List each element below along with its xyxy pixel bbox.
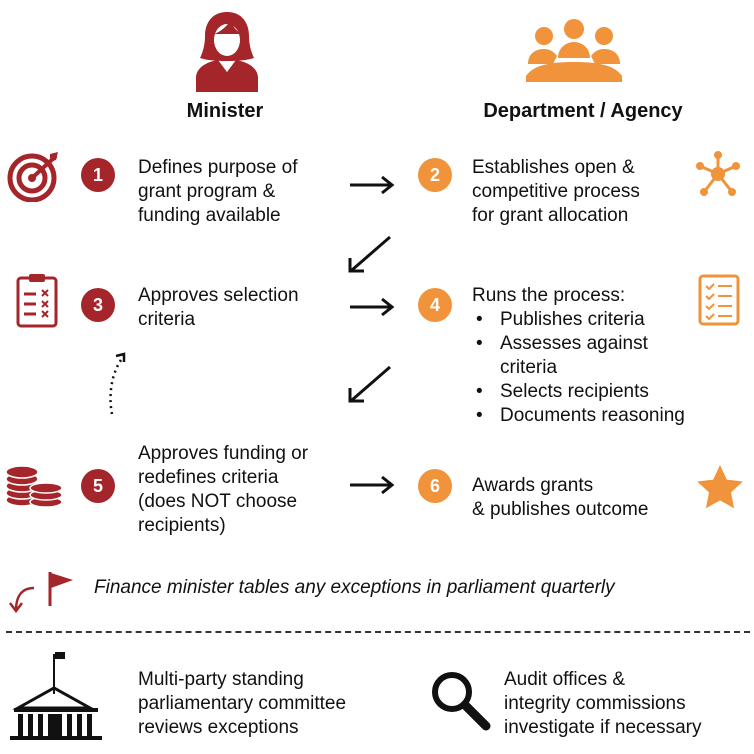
step-1-line: grant program & [138,181,276,202]
target-icon [7,152,58,202]
committee-line: reviews exceptions [138,717,299,738]
group-icon [526,19,622,82]
dashed-divider [6,631,750,633]
step-3-line: criteria [138,309,196,330]
step-5-line: (does NOT choose [138,491,298,512]
coins-icon [5,465,63,508]
parliament-icon [10,652,102,740]
dotted-loop-arrow-icon [109,352,126,415]
step-1-line: funding available [138,205,281,226]
step-2-line: for grant allocation [472,205,629,226]
bullet-item: Assesses against [472,332,685,356]
step-4-line: Runs the process: [472,285,626,306]
arrow-down-left-icon [348,235,391,273]
star-icon [697,465,743,509]
minister-header: Minister [186,100,264,122]
magnifier-icon [432,672,491,731]
step-4-bullets: Publishes criteria Assesses against crit… [472,308,685,428]
step-1-badge: 1 [81,158,115,192]
committee-text: Multi-party standing parliamentary commi… [138,668,346,740]
network-icon [696,151,740,196]
checklist-icon [698,274,740,326]
audit-line: Audit offices & [504,669,626,690]
step-4-badge: 4 [418,288,452,322]
committee-line: parliamentary committee [138,693,347,714]
step-4-text: Runs the process: Publishes criteria Ass… [472,284,685,428]
bullet-item: Selects recipients [472,380,685,404]
bullet-continuation: criteria [500,357,558,378]
step-3-line: Approves selection [138,285,299,306]
step-5-text: Approves funding or redefines criteria (… [138,442,308,538]
step-2-line: competitive process [472,181,640,202]
step-3-text: Approves selection criteria [138,284,299,332]
arrow-right-icon [350,175,395,195]
step-5-line: recipients) [138,515,226,536]
arrow-right-icon [350,475,395,495]
curved-arrow-icon [9,586,35,614]
clipboard-icon [16,274,58,328]
step-6-line: Awards grants [472,475,594,496]
audit-line: integrity commissions [504,693,686,714]
step-2-badge: 2 [418,158,452,192]
step-6-badge: 6 [418,469,452,503]
step-2-text: Establishes open & competitive process f… [472,156,640,228]
step-3-badge: 3 [81,288,115,322]
bullet-item: Publishes criteria [472,308,685,332]
step-1-text: Defines purpose of grant program & fundi… [138,156,298,228]
department-header: Department / Agency [483,100,683,122]
step-1-line: Defines purpose of [138,157,298,178]
step-6-line: & publishes outcome [472,499,649,520]
bullet-item: Documents reasoning [472,404,685,428]
step-5-line: redefines criteria [138,467,279,488]
flag-icon [48,572,73,606]
finance-note: Finance minister tables any exceptions i… [94,577,615,598]
step-6-text: Awards grants & publishes outcome [472,474,648,522]
arrow-down-left-icon [348,365,391,403]
step-2-line: Establishes open & [472,157,635,178]
arrow-right-icon [350,297,395,317]
committee-line: Multi-party standing [138,669,304,690]
audit-line: investigate if necessary [504,717,702,738]
step-5-badge: 5 [81,469,115,503]
minister-icon [196,12,258,92]
step-5-line: Approves funding or [138,443,309,464]
audit-text: Audit offices & integrity commissions in… [504,668,702,740]
